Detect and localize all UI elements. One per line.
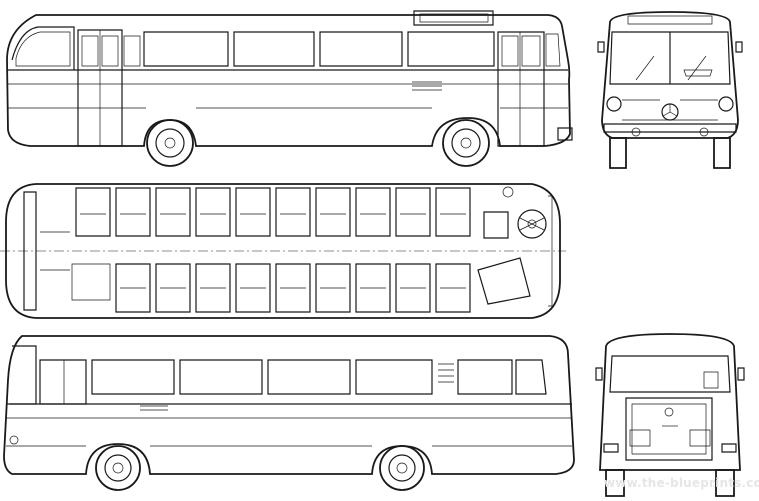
destination-sign	[627, 15, 713, 25]
front-right-tire	[713, 137, 731, 169]
rear-right-tire	[715, 469, 735, 497]
rear-wheel	[442, 119, 490, 167]
rear-left-tire	[605, 469, 625, 497]
rear-left-mirror	[595, 367, 603, 381]
steering-wheel	[517, 209, 547, 239]
rear-door	[497, 31, 545, 147]
rear-view	[595, 333, 745, 497]
site-watermark: www.the-blueprints.com	[604, 476, 759, 490]
front-windscreen	[11, 26, 75, 70]
r-cab-window	[515, 359, 547, 395]
rear-bench	[23, 191, 37, 311]
r-front-wheel	[379, 445, 425, 491]
rear-right-mirror	[737, 367, 745, 381]
r-window-3	[267, 359, 351, 395]
right-mirror	[735, 41, 743, 53]
r-rear-wheel	[95, 445, 141, 491]
rear-door-well	[71, 263, 111, 301]
side-window-4	[407, 31, 495, 67]
rear-corner	[10, 345, 37, 405]
r-window-1	[91, 359, 175, 395]
left-side-view	[6, 10, 573, 167]
r-window-2	[179, 359, 263, 395]
fuel-cap	[502, 186, 514, 198]
front-wheel	[146, 119, 194, 167]
side-window-3	[319, 31, 403, 67]
front-windscreen-glass	[609, 31, 731, 85]
r-window-5	[457, 359, 513, 395]
front-left-tire	[609, 137, 627, 169]
seat-row-right	[115, 263, 471, 313]
front-door	[77, 29, 123, 147]
front-door-well	[477, 257, 531, 305]
front-bumper	[603, 123, 737, 133]
rear-side-window	[39, 359, 87, 405]
left-mirror	[597, 41, 605, 53]
rear-bumper	[557, 127, 573, 141]
seat-row-left	[75, 187, 471, 237]
r-window-4	[355, 359, 433, 395]
body-outline	[6, 14, 571, 147]
right-body-outline	[3, 335, 575, 475]
star-emblem	[661, 103, 679, 121]
front-view	[597, 11, 743, 169]
top-view	[0, 183, 566, 319]
roof-hatch	[413, 10, 494, 26]
r-vent	[438, 363, 454, 383]
engine-hatch	[625, 397, 713, 461]
driver-seat	[483, 211, 509, 239]
rear-grilles	[629, 429, 711, 447]
top-body-outline	[5, 183, 561, 319]
side-vent	[412, 81, 442, 91]
right-headlight	[718, 96, 734, 112]
side-window-2	[233, 31, 315, 67]
left-headlight	[606, 96, 622, 112]
rear-window	[609, 355, 731, 393]
rear-emblem	[664, 407, 674, 417]
tail-lights	[603, 443, 737, 453]
side-window-1	[143, 31, 229, 67]
front-body-outline	[601, 11, 739, 139]
rear-body-outline	[599, 333, 741, 471]
right-side-view	[3, 335, 575, 491]
